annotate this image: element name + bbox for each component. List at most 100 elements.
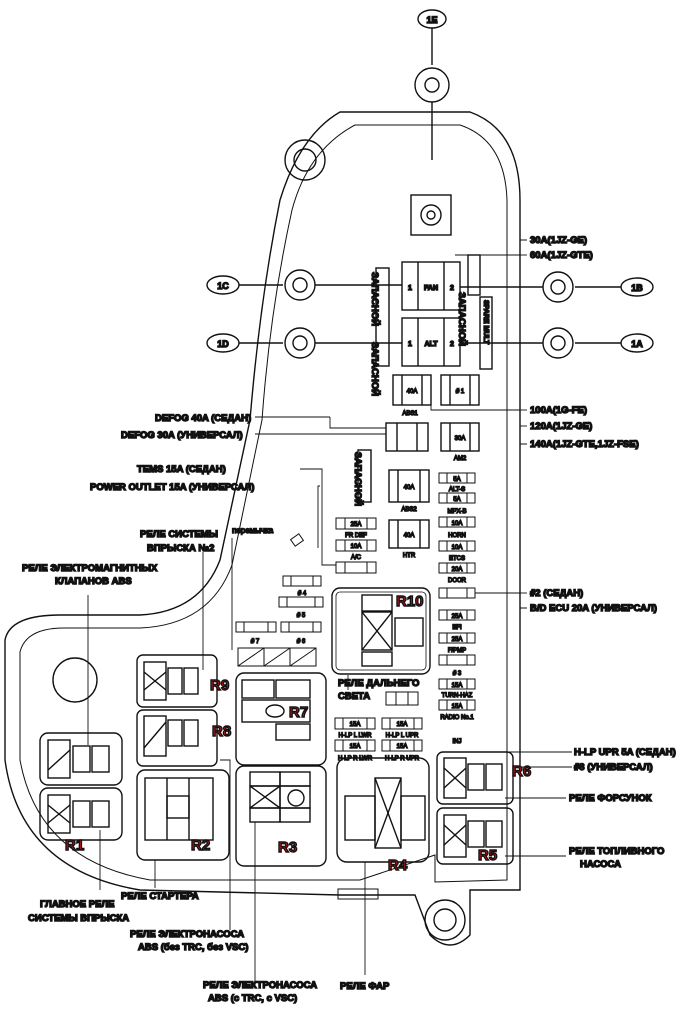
small-fuse-center: [235, 517, 377, 667]
relay-r9-shape: [136, 654, 218, 708]
high-beam-relay-label-a: РЕЛЕ ДАЛЬНЕГО: [338, 678, 419, 689]
frdef-label: FR DEF: [345, 533, 367, 539]
spare-slot-left: [375, 267, 390, 367]
etcs-label: ETCS: [449, 556, 465, 562]
spare-slot-mid: [357, 449, 372, 503]
relay-r5-label: R5: [478, 847, 497, 864]
fuse-3-label: # 3: [453, 671, 462, 677]
fuel-pump-label-a: РЕЛЕ ТОПЛИВНОГО: [569, 846, 664, 857]
turnhaz-value: 15A: [452, 683, 463, 689]
fpmp-label: F/PMP: [448, 648, 466, 654]
abs-pump-1-label-b: ABS (без TRC, без VSC): [138, 942, 248, 953]
relay-r2-shape: [136, 769, 230, 861]
inj2-relay-label-a: РЕЛЕ СИСТЕМЫ: [140, 529, 218, 540]
connector-1e: [410, 9, 452, 236]
fan-label: FAN: [424, 285, 438, 292]
tems-label: TEMS 15A (СЕДАН): [137, 464, 226, 475]
alt-label: ALT: [424, 341, 438, 348]
high-beam-relay-label-b: СВЕТА: [338, 691, 370, 702]
dome-label-b: B/D ECU 20A (УНИВЕРСАЛ): [530, 603, 657, 614]
relay-r4-shape: [336, 757, 430, 863]
abs-pump-2-label-b: ABS (с TRC, с VSC): [208, 993, 297, 1004]
ac-label: A/C: [351, 555, 362, 561]
relay-r1-label: R1: [65, 837, 84, 854]
main-relay-label-b: СИСТЕМЫ ВПРЫСКА: [28, 913, 129, 924]
alt-pin1: 1: [408, 341, 412, 348]
leader-lines: [87, 239, 572, 985]
fuse-5-label: # 5: [297, 613, 306, 619]
abs-pump-1-label-a: РЕЛЕ ЭЛЕКТРОНАСОСА: [130, 929, 244, 940]
fan-pin2: 2: [450, 285, 454, 292]
fuse-abs1: [392, 374, 432, 406]
inj2-relay-label-b: ВПРЫСКА №2: [147, 543, 214, 554]
efi-label: EFI: [452, 625, 462, 631]
hlp-r-lwr-value: 15A: [350, 744, 361, 750]
radio-label: RADIO No.1: [440, 715, 474, 721]
headlight-relay-label: РЕЛЕ ФАР: [340, 981, 390, 992]
connector-1a-label: 1A: [631, 339, 643, 349]
hlp-r-upr-label: H-LP R UPR: [385, 756, 420, 762]
hlp-upr-label: H-LP UPR 5A (СЕДАН): [574, 747, 676, 758]
connector-1e-label: 1E: [426, 15, 437, 25]
efi-value: 25A: [452, 614, 463, 620]
fan-pin1: 1: [408, 285, 412, 292]
connector-1a: [460, 327, 654, 359]
relay-r9-label: R9: [210, 677, 229, 694]
alts-label: ALT-S: [449, 487, 465, 493]
relay-r6-shape: [436, 751, 514, 805]
relay-r2-label: R2: [191, 837, 210, 854]
inj-label: INJ: [453, 739, 462, 745]
hlp-l-upr-label: H-LP L UPR: [386, 733, 419, 739]
fuse-abs2: [388, 469, 430, 503]
connector-1b: [460, 271, 654, 303]
relay-r5-shape: [436, 807, 514, 865]
fuse-htr: [388, 519, 430, 549]
fusible-link-fan: [401, 261, 461, 311]
hlp-r-lwr-label: H-LP R LWR: [338, 756, 373, 762]
door-value: 20A: [452, 567, 463, 573]
frdef-value: 25A: [351, 522, 362, 528]
relay-r4-label: R4: [388, 857, 408, 874]
alt-rating-a: 100A(1G-FE): [530, 405, 587, 416]
fuse-6-label: # 6: [297, 639, 306, 645]
abs-pump-2-label-a: РЕЛЕ ЭЛЕКТРОНАСОСА: [203, 980, 317, 991]
mpxb-value: 5A: [453, 497, 460, 503]
fuse-8-label: #8 (УНИВЕРСАЛ): [574, 762, 653, 773]
mpxb-label: MPX-B: [447, 509, 466, 515]
relay-r1-shape: [39, 732, 123, 841]
spare-left-label-2: ЗАПАСНОЙ: [369, 342, 381, 396]
spare-slot-right: [467, 254, 481, 296]
defog-label-b: DEFOG 30A (УНИВЕРСАЛ): [121, 430, 243, 441]
small-fuse-column: [438, 472, 476, 711]
am2-label: AM2: [454, 456, 467, 462]
spare-mid-label: ЗАПАСНОЙ: [352, 452, 364, 506]
fuse-7-label: # 7: [251, 639, 260, 645]
fuse-1-label: # 1: [456, 389, 465, 395]
abs2-label: ABS2: [401, 507, 417, 513]
defog-label-a: DEFOG 40A (СЕДАН): [155, 413, 251, 424]
spare-mult-slot: [479, 296, 493, 370]
fuse-defog: [385, 422, 429, 452]
spare-right-label: ЗАПАСНОЙ: [456, 292, 468, 346]
alt-rating-b: 120A(1JZ-GE): [530, 421, 592, 432]
hlp-l-upr-value: 15A: [397, 722, 408, 728]
relay-r7-shape: [235, 672, 327, 766]
connector-1c: [206, 269, 402, 301]
hlp-r-upr-value: 15A: [397, 744, 408, 750]
connector-1d-label: 1D: [217, 339, 229, 349]
connector-1b-label: 1B: [631, 283, 643, 293]
relay-r8-label: R8: [212, 723, 231, 740]
radio-value: 15A: [452, 704, 463, 710]
abs1-label: ABS1: [402, 411, 418, 417]
abs-solenoid-label-b: КЛАПАНОВ ABS: [55, 576, 132, 587]
htr-value: 40A: [404, 533, 415, 539]
fuse-1: [440, 374, 480, 406]
fuse-4-label: # 4: [298, 591, 307, 597]
fuse-am2: [440, 422, 480, 452]
relay-r10-label: R10: [396, 593, 424, 610]
relay-r10-shape: [331, 587, 431, 675]
abs2-value: 40A: [404, 485, 415, 491]
starter-relay-label: РЕЛЕ СТАРТЕРА: [121, 891, 199, 902]
